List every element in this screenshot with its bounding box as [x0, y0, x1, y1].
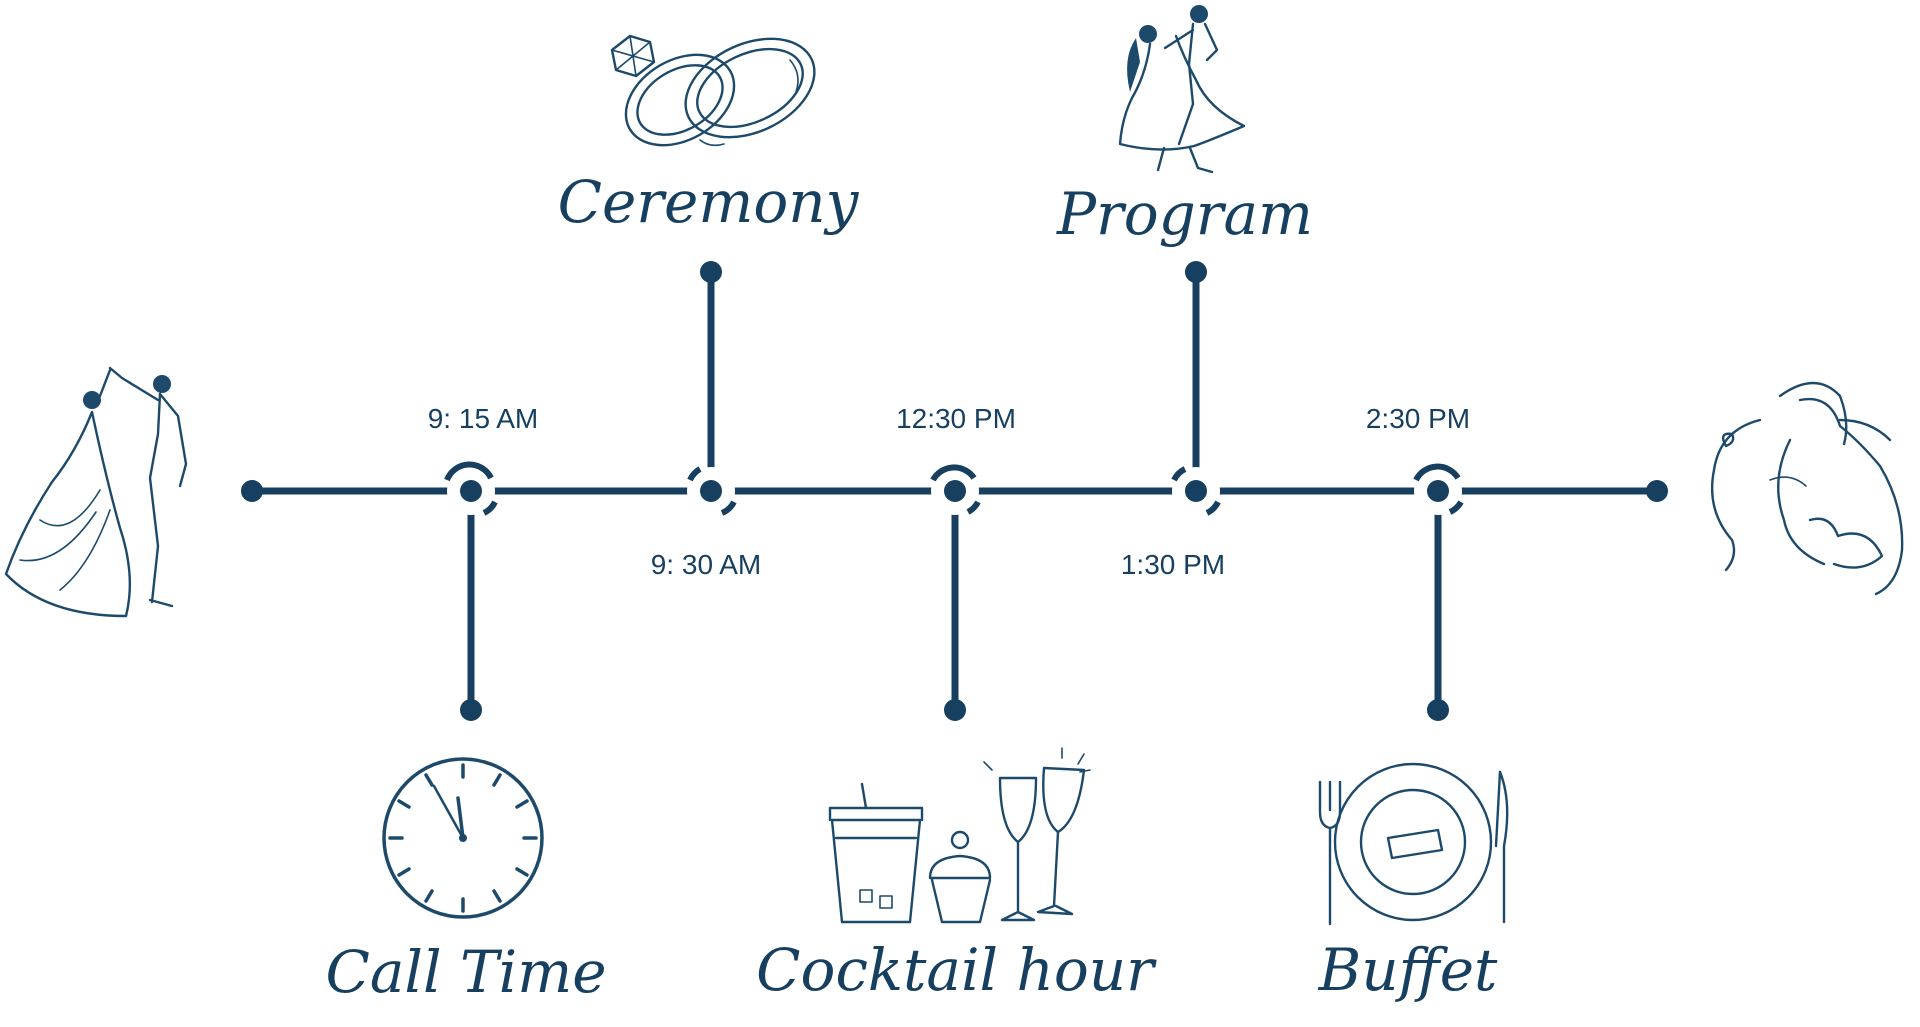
dancing-couple-icon: [1118, 5, 1246, 174]
embracing-couple-icon: [1710, 381, 1904, 596]
time-label-call-time: 9: 15 AM: [428, 403, 539, 434]
bride-groom-twirl-icon: [4, 366, 188, 618]
place-setting-icon: [1318, 762, 1509, 926]
time-label-cocktail-hour: 12:30 PM: [896, 403, 1016, 434]
node-buffet: [1413, 463, 1464, 515]
time-label-program: 1:30 PM: [1121, 549, 1225, 580]
event-label-cocktail-hour: Cocktail hour: [756, 936, 1157, 1004]
node-program: [1171, 466, 1221, 516]
stem-cocktail-hour: [944, 491, 966, 721]
node-call-time: [444, 461, 498, 516]
time-label-ceremony: 9: 30 AM: [651, 549, 762, 580]
node-cocktail-hour: [930, 464, 981, 515]
timeline-end-dot: [1646, 480, 1668, 502]
stem-buffet: [1427, 491, 1449, 721]
cocktail-drinks-icon: [828, 747, 1091, 924]
event-label-buffet: Buffet: [1318, 936, 1498, 1004]
stem-call-time: [460, 491, 482, 721]
event-label-program: Program: [1056, 180, 1313, 248]
timeline-start-dot: [241, 480, 263, 502]
stem-program: [1185, 261, 1207, 491]
event-label-ceremony: Ceremony: [558, 168, 860, 236]
event-label-call-time: Call Time: [325, 938, 606, 1006]
stem-ceremony: [700, 261, 722, 491]
time-label-buffet: 2:30 PM: [1366, 403, 1470, 434]
clock-icon: [382, 757, 544, 919]
wedding-rings-icon: [610, 34, 816, 147]
node-ceremony: [687, 466, 737, 516]
